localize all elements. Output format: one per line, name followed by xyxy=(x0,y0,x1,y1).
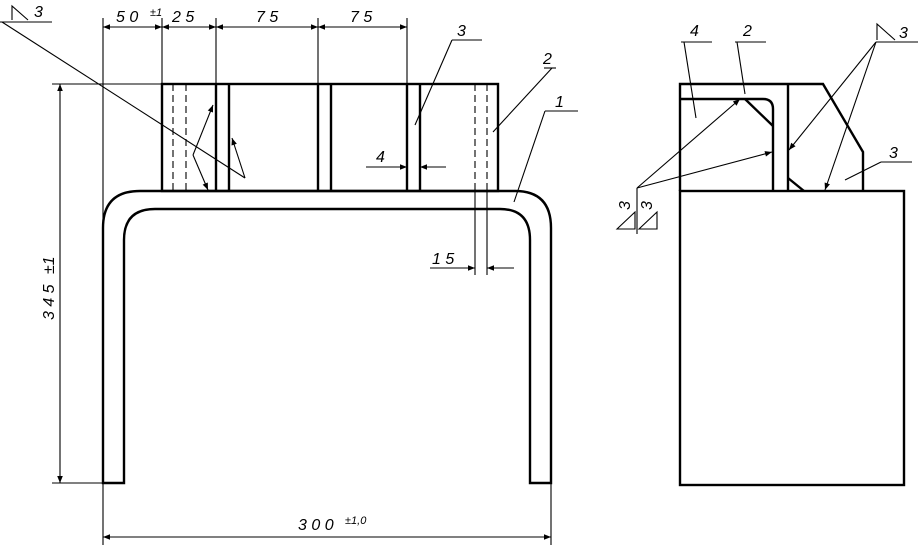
part-label-3: 3 xyxy=(457,23,466,40)
dim-75-a: 7 5 xyxy=(256,9,278,26)
part-label-2: 2 xyxy=(542,51,552,68)
weld-symbol-side-top: 3 xyxy=(788,22,918,191)
side-part-label-3: 3 xyxy=(889,145,898,162)
channel-inner xyxy=(680,97,775,191)
dim-4: 4 xyxy=(376,149,385,166)
dim-300: 3 0 0 xyxy=(298,517,334,534)
weld-size-side-top: 3 xyxy=(899,25,908,42)
dim-50: 5 0 xyxy=(116,9,138,26)
dim-345-tol: ±1 xyxy=(41,256,58,274)
side-part-label-2: 2 xyxy=(742,23,752,40)
dim-300-tol: ±1,0 xyxy=(345,515,367,527)
weld-size-side-left-b: 3 xyxy=(639,201,656,210)
bracket-outer xyxy=(101,189,553,485)
side-part-label-4: 4 xyxy=(690,23,699,40)
weld-symbol-side-left: 3 3 xyxy=(615,98,773,234)
side-outline xyxy=(678,82,865,191)
base-block xyxy=(678,189,906,487)
dimension-lines xyxy=(57,24,551,540)
part-label-1: 1 xyxy=(555,94,564,111)
block-lines xyxy=(172,84,488,191)
dim-345: 3 4 5 xyxy=(41,284,58,320)
weld-size-side-left-a: 3 xyxy=(617,201,634,210)
side-view: 4 2 3 3 3 3 xyxy=(615,22,918,487)
weld-size-front: 3 xyxy=(34,4,43,21)
dim-tol-50: ±1 xyxy=(150,7,162,19)
part-callouts-side: 4 2 3 xyxy=(681,23,912,181)
part-callouts-front: 3 2 1 xyxy=(414,23,578,203)
weld-symbol-front: 3 xyxy=(0,4,246,191)
dim-75-b: 7 5 xyxy=(350,9,372,26)
dim-25: 2 5 xyxy=(171,9,194,26)
front-view: 5 0 ±1 2 5 7 5 7 5 4 1 5 3 4 5 ±1 3 0 0 … xyxy=(0,4,578,545)
dim-15: 1 5 xyxy=(432,251,454,268)
extension-lines xyxy=(52,18,552,545)
